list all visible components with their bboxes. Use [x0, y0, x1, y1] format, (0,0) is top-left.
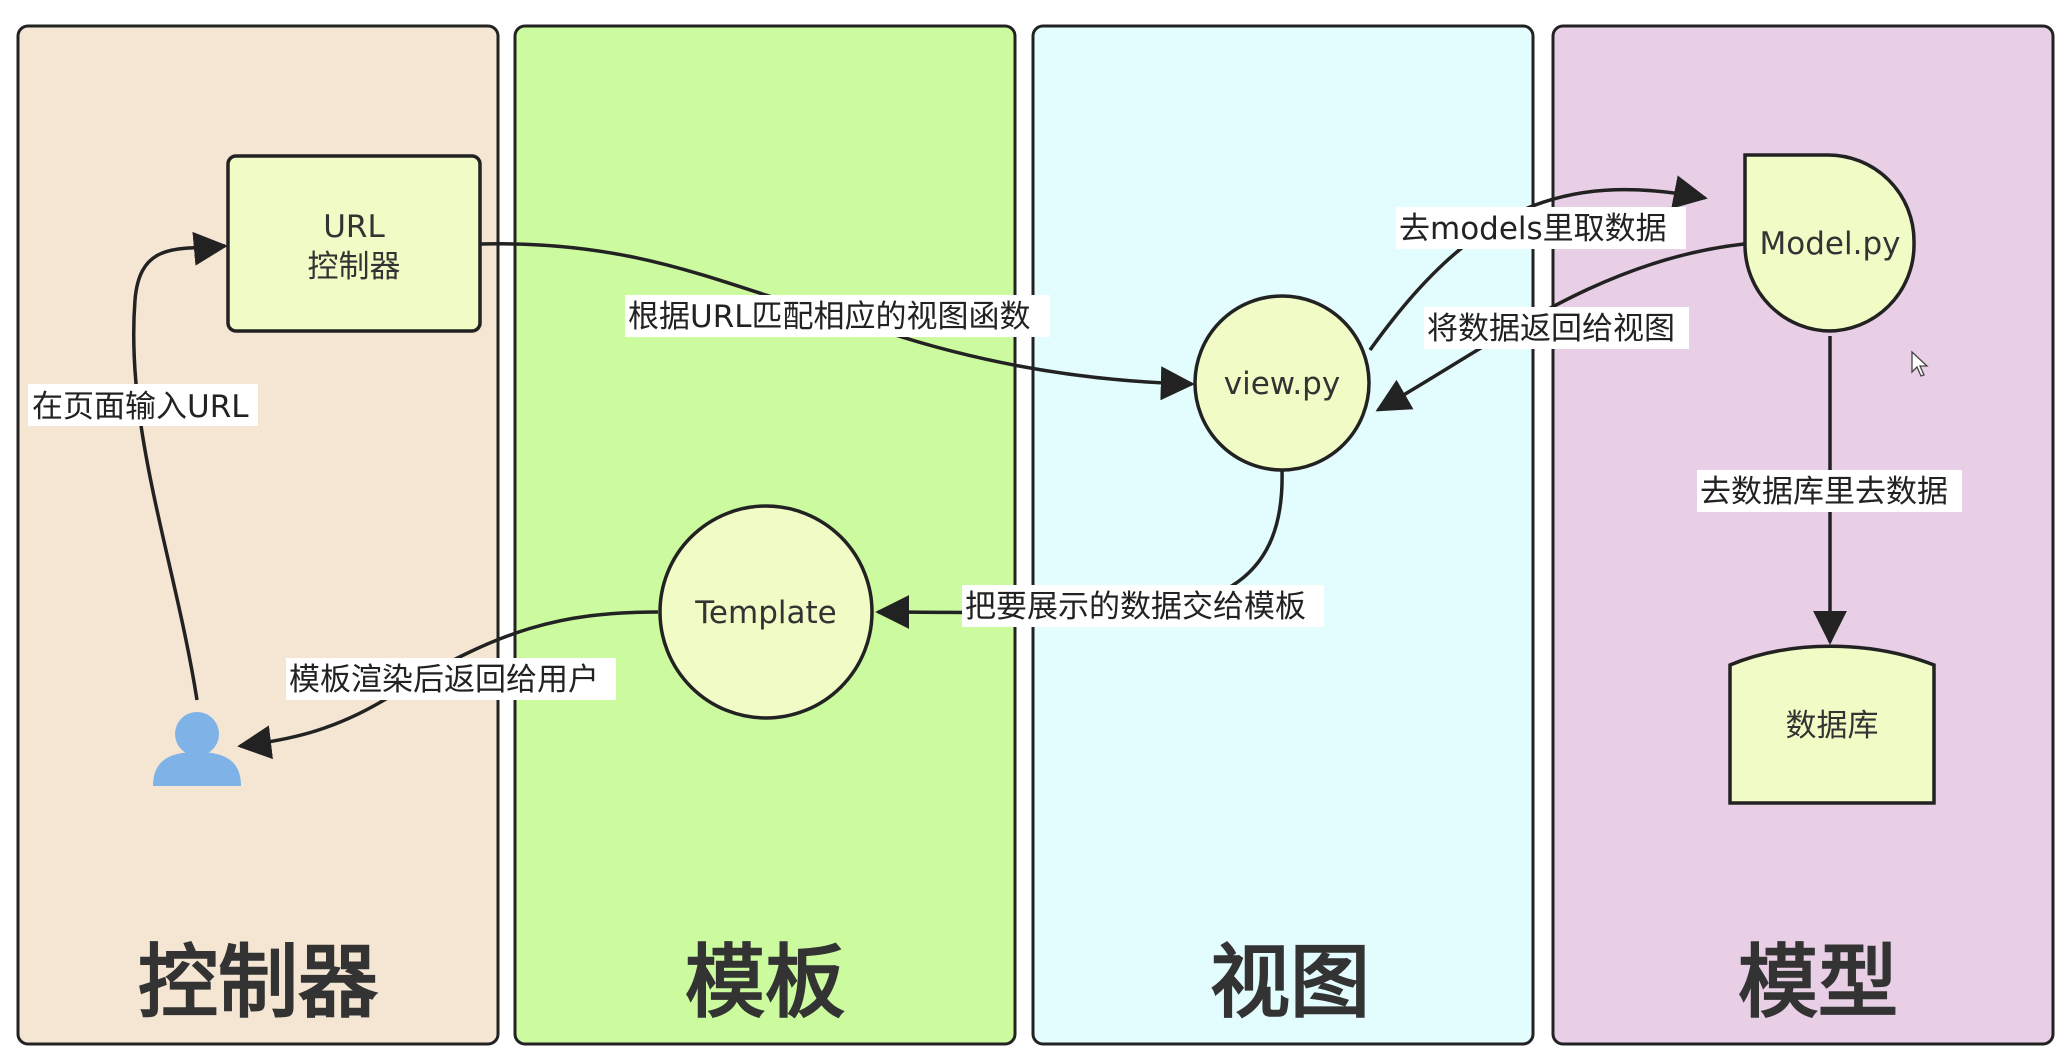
lane-title-model: 模型 — [1738, 936, 1898, 1029]
edge-label-query-db: 去数据库里去数据 — [1697, 470, 1962, 512]
template-node — [658, 504, 874, 720]
edge-model-to-view — [1375, 242, 1745, 412]
user-icon — [153, 712, 241, 786]
svg-text:去数据库里去数据: 去数据库里去数据 — [1700, 474, 1948, 510]
edge-label-return-to-view: 将数据返回给视图 — [1424, 307, 1689, 349]
svg-text:根据URL匹配相应的视图函数: 根据URL匹配相应的视图函数 — [628, 299, 1031, 335]
url-controller-line2: 控制器 — [308, 249, 401, 285]
lane-view — [1031, 24, 1535, 1046]
model-py-label: Model.py — [1760, 226, 1901, 262]
edge-label-render-return: 模板渲染后返回给用户 — [286, 658, 616, 700]
svg-text:把要展示的数据交给模板: 把要展示的数据交给模板 — [965, 589, 1306, 625]
lane-title-template: 模板 — [685, 936, 845, 1029]
svg-text:模板渲染后返回给用户: 模板渲染后返回给用户 — [289, 662, 599, 698]
database-node — [1728, 644, 1936, 805]
database-label: 数据库 — [1786, 708, 1879, 744]
svg-text:将数据返回给视图: 将数据返回给视图 — [1427, 311, 1675, 347]
svg-text:在页面输入URL: 在页面输入URL — [32, 389, 249, 425]
edge-label-fetch-models: 去models里取数据 — [1396, 207, 1686, 249]
edge-label-to-template: 把要展示的数据交给模板 — [962, 585, 1324, 627]
template-label: Template — [694, 595, 836, 631]
lane-title-view: 视图 — [1210, 936, 1370, 1029]
url-controller-box — [226, 154, 482, 333]
view-py-label: view.py — [1224, 366, 1340, 402]
url-controller-line1: URL — [323, 209, 385, 245]
edge-label-input-url: 在页面输入URL — [28, 384, 258, 426]
svg-text:去models里取数据: 去models里取数据 — [1399, 211, 1667, 247]
model-py-node — [1743, 153, 1916, 333]
edge-label-match-view: 根据URL匹配相应的视图函数 — [625, 295, 1050, 337]
edge-user-to-url — [131, 231, 228, 701]
view-py-node — [1193, 294, 1371, 472]
mouse-cursor-icon — [1911, 350, 1929, 377]
lane-title-controller: 控制器 — [138, 936, 379, 1029]
